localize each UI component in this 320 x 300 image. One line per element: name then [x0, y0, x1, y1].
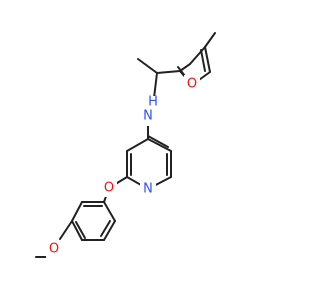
amine-hydrogen-label: H [148, 95, 158, 110]
bond [71, 201, 83, 222]
atom-labels: O H N N O O [46, 75, 200, 258]
molecule-structure: O H N N O O [35, 32, 216, 258]
bond [75, 221, 86, 239]
bond [204, 46, 211, 73]
bond [100, 220, 111, 237]
bond [137, 58, 158, 74]
bond [156, 70, 181, 74]
methoxy-oxygen-label: O [49, 242, 59, 257]
bond [103, 220, 116, 241]
methoxyphenyl-ring [71, 201, 116, 241]
bond [71, 220, 83, 241]
bond [189, 46, 206, 65]
bond [179, 63, 191, 72]
bond [204, 32, 216, 48]
bond [103, 201, 116, 222]
bond [147, 135, 169, 148]
bond [147, 138, 172, 152]
bond [126, 138, 149, 152]
bond [153, 72, 158, 99]
pyridine-nitrogen-label: N [143, 182, 153, 197]
furan-oxygen-label: O [187, 77, 197, 92]
bond [200, 49, 206, 72]
bond [59, 220, 73, 240]
ether-oxygen-label: O [104, 181, 114, 196]
amine-nitrogen-label: N [143, 109, 153, 124]
pyridine-ring [126, 135, 172, 190]
